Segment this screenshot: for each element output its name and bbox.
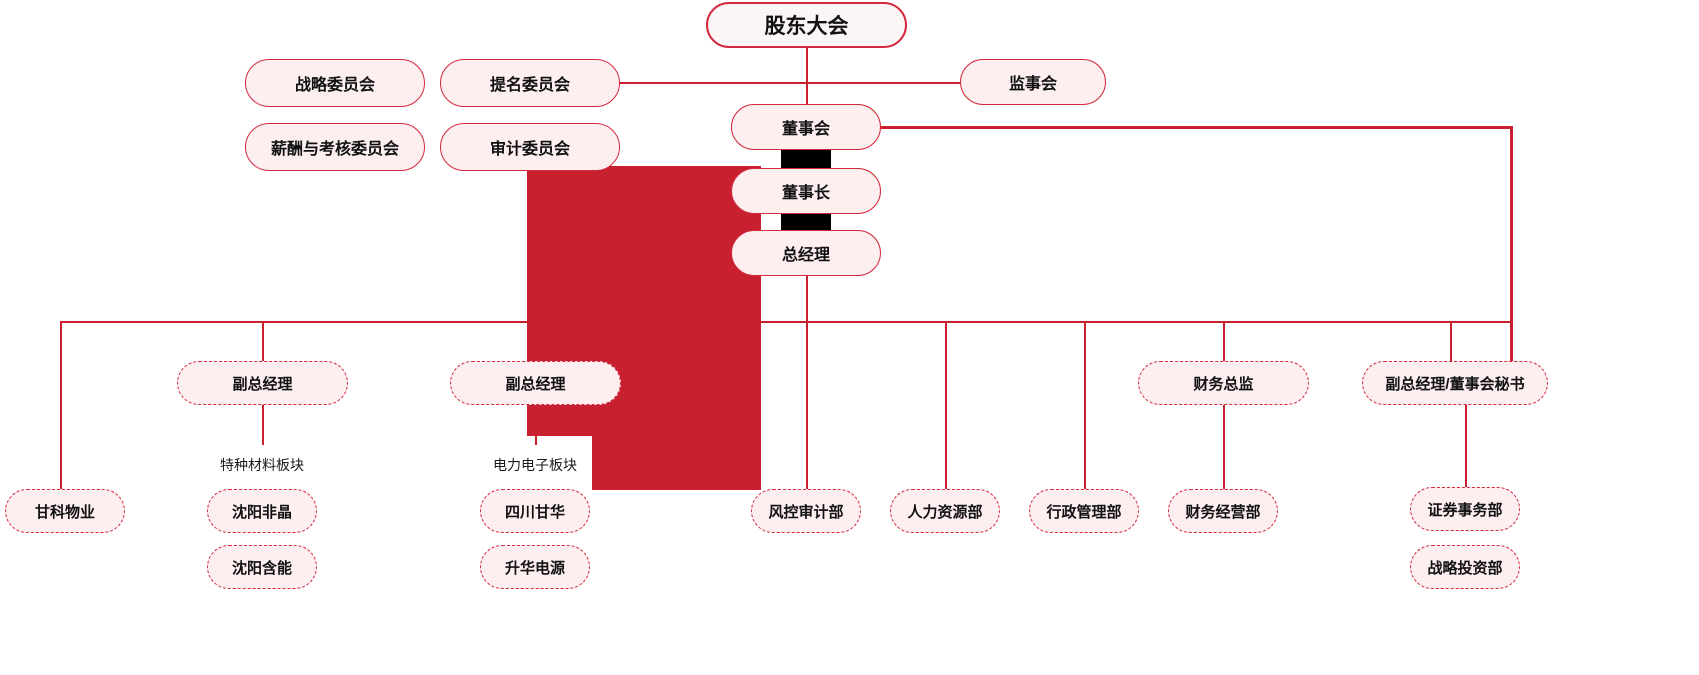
node-dept-human-resources[interactable]: 人力资源部 [890,489,1000,533]
line-shareholders-to-board [806,48,808,108]
node-label: 董事长 [781,185,830,202]
node-label: 证券事务部 [1427,501,1503,519]
node-committee-nomination[interactable]: 提名委员会 [440,59,620,107]
node-subsidiary-shenyang-amorphous[interactable]: 沈阳非晶 [207,489,317,533]
line-board-right-h [880,126,1512,129]
line-main-bus [60,321,1510,323]
node-dept-finance-operations[interactable]: 财务经营部 [1168,489,1278,533]
node-committee-audit[interactable]: 审计委员会 [440,123,620,171]
node-label: 薪酬与考核委员会 [270,141,399,158]
node-committee-strategy[interactable]: 战略委员会 [245,59,425,107]
node-vice-gm-board-secretary[interactable]: 副总经理/董事会秘书 [1362,361,1548,405]
node-subsidiary-ganke-property[interactable]: 甘科物业 [5,489,125,533]
line-vp1-to-segment [262,405,264,445]
caption-special-materials-segment: 特种材料板块 [172,455,352,475]
line-vp2-to-segment [535,405,537,445]
decorative-red-shape-b [637,166,761,436]
node-cfo[interactable]: 财务总监 [1138,361,1309,405]
node-subsidiary-shenghua-power[interactable]: 升华电源 [480,545,590,589]
node-committee-compensation[interactable]: 薪酬与考核委员会 [245,123,425,171]
line-drop-hr [945,321,947,489]
node-label: 风控审计部 [768,503,844,521]
node-dept-administration[interactable]: 行政管理部 [1029,489,1139,533]
node-label: 甘科物业 [34,503,95,521]
connector-block-chairman-gm [781,214,831,232]
node-vice-general-manager-1[interactable]: 副总经理 [177,361,348,405]
line-drop-property [60,321,62,489]
node-label: 沈阳含能 [231,559,292,577]
decorative-red-shape-d [703,436,761,490]
line-gm-down [806,276,808,322]
line-supervisor-horizontal [620,82,960,84]
node-label: 审计委员会 [489,141,570,158]
node-general-manager[interactable]: 总经理 [731,230,881,276]
node-label: 行政管理部 [1046,503,1122,521]
node-label: 战略委员会 [294,77,375,94]
node-shareholders-meeting[interactable]: 股东大会 [706,2,907,48]
node-dept-strategic-investment[interactable]: 战略投资部 [1410,545,1520,589]
caption-label: 电力电子板块 [493,457,577,473]
line-cfo-to-finance-dept [1223,405,1225,489]
node-label: 升华电源 [504,559,565,577]
caption-label: 特种材料板块 [220,457,304,473]
node-label: 四川甘华 [504,503,565,521]
line-drop-admin [1084,321,1086,489]
node-vice-general-manager-2[interactable]: 副总经理 [450,361,621,405]
line-drop-risk [806,321,808,489]
node-label: 副总经理 [232,375,293,393]
line-drop-cfo [1223,321,1225,361]
node-subsidiary-sichuan-ganhua[interactable]: 四川甘华 [480,489,590,533]
connector-block-board-chairman [781,150,831,168]
node-label: 副总经理 [505,375,566,393]
node-label: 股东大会 [764,15,849,38]
node-label: 战略投资部 [1427,559,1503,577]
node-label: 董事会 [781,121,830,138]
line-secretary-to-securities [1465,405,1467,487]
node-label: 提名委员会 [489,77,570,94]
caption-power-electronics-segment: 电力电子板块 [445,455,625,475]
line-drop-vp1 [262,321,264,361]
node-board-of-supervisors[interactable]: 监事会 [960,59,1106,105]
node-label: 人力资源部 [907,503,983,521]
line-drop-secretary [1450,321,1452,361]
node-dept-securities-affairs[interactable]: 证券事务部 [1410,487,1520,531]
node-label: 财务总监 [1193,375,1254,393]
line-board-right-v [1510,126,1513,364]
line-drop-vp2 [535,321,537,361]
node-label: 监事会 [1008,76,1057,93]
node-subsidiary-shenyang-energetic[interactable]: 沈阳含能 [207,545,317,589]
node-board-of-directors[interactable]: 董事会 [731,104,881,150]
node-label: 沈阳非晶 [231,503,292,521]
node-dept-risk-audit[interactable]: 风控审计部 [751,489,861,533]
node-label: 财务经营部 [1185,503,1261,521]
node-label: 总经理 [781,247,830,264]
node-chairman[interactable]: 董事长 [731,168,881,214]
node-label: 副总经理/董事会秘书 [1385,375,1525,393]
